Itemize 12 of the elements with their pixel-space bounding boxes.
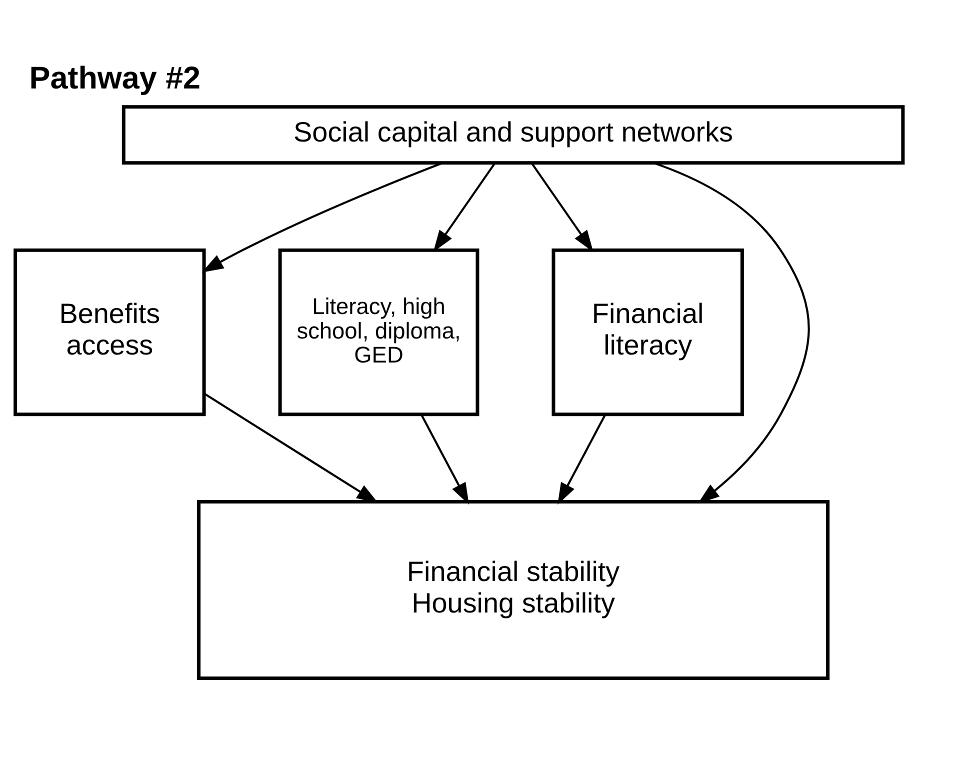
node-box: Financial stability Housing stability <box>197 500 830 680</box>
arrow <box>531 162 594 252</box>
arrow <box>433 162 496 252</box>
arrow <box>420 414 469 505</box>
node-box: Benefits access <box>14 248 206 416</box>
arrow <box>558 414 606 505</box>
diagram-title: Pathway #2 <box>29 60 201 96</box>
arrow <box>653 162 810 504</box>
node-box: Literacy, high school, diploma, GED <box>278 248 480 416</box>
node-box: Financial literacy <box>552 248 744 416</box>
node-box: Social capital and support networks <box>122 105 905 165</box>
arrow <box>202 162 443 272</box>
